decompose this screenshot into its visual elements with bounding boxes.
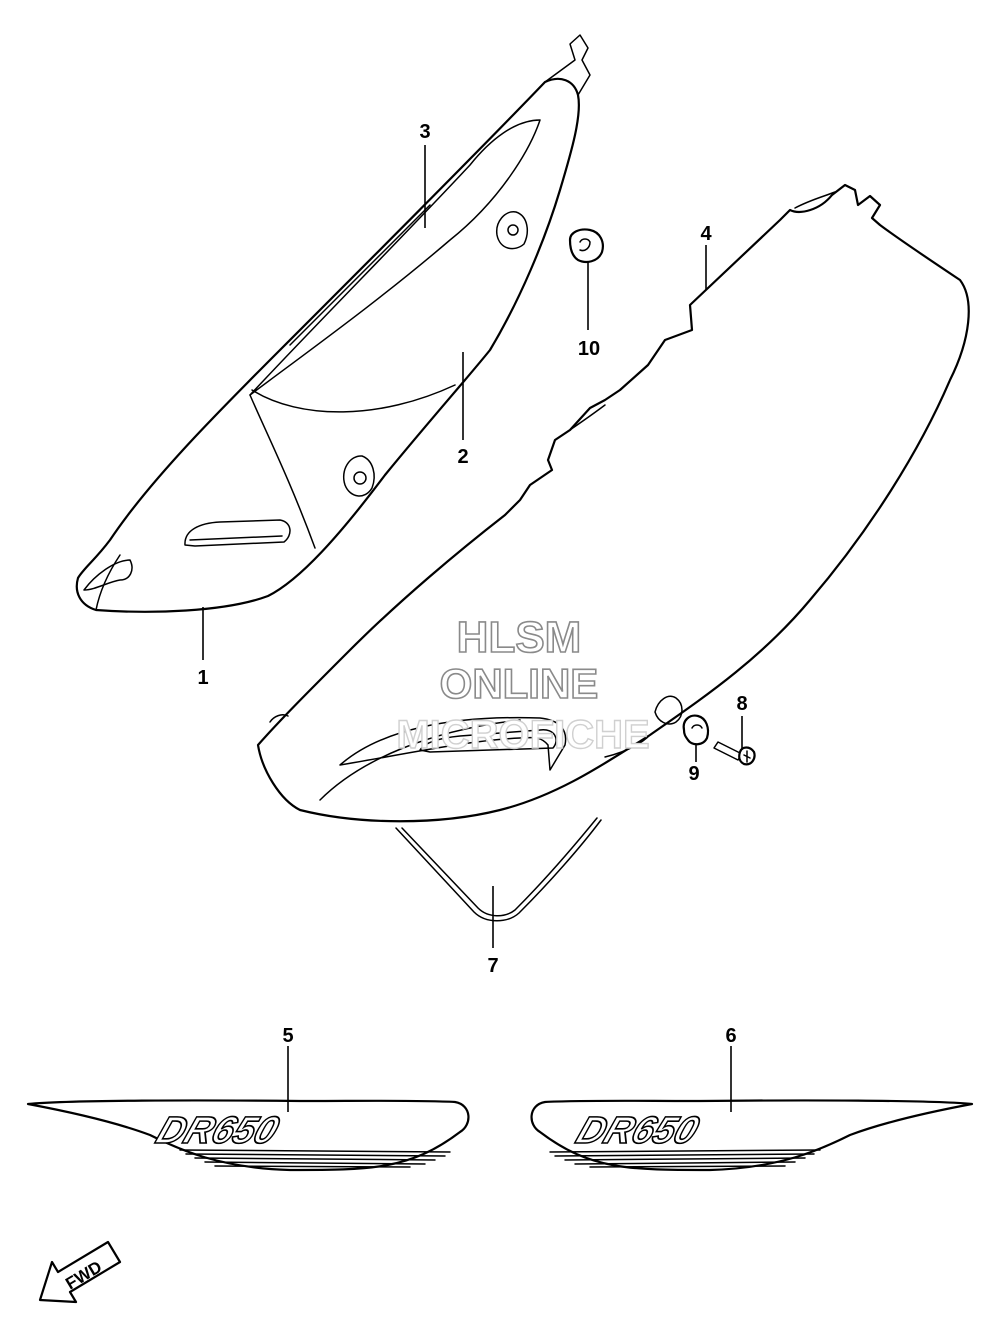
- trim-strip: [395, 817, 602, 922]
- leader-lines: [202, 145, 743, 1112]
- left-decal: DR650: [26, 1099, 470, 1172]
- grommet-10: [568, 228, 604, 263]
- callout-4: 4: [700, 223, 712, 245]
- grommet-9: [682, 714, 710, 746]
- watermark: HLSM ONLINE MICROFICHE: [396, 612, 651, 758]
- left-decal-logo: DR650: [151, 1109, 285, 1152]
- right-decal-logo: DR650: [571, 1109, 705, 1152]
- watermark-line3: MICROFICHE: [396, 713, 649, 757]
- callout-9: 9: [688, 763, 699, 785]
- watermark-line1: HLSM: [457, 613, 582, 662]
- right-decal: DR650: [530, 1099, 974, 1172]
- callout-6: 6: [725, 1025, 736, 1047]
- left-frame-cover: [75, 34, 591, 613]
- watermark-line2: ONLINE: [440, 660, 599, 707]
- callout-8: 8: [736, 693, 747, 715]
- callout-7: 7: [487, 955, 498, 977]
- callout-3: 3: [419, 121, 430, 143]
- fwd-arrow: FWD: [38, 1240, 122, 1304]
- right-frame-cover: [256, 183, 970, 823]
- callout-1: 1: [197, 667, 208, 689]
- callout-5: 5: [282, 1025, 293, 1047]
- screw-8: [713, 741, 756, 766]
- callout-2: 2: [457, 446, 468, 468]
- callout-10: 10: [578, 338, 600, 360]
- callout-numbers: 1 2 3 4 10 7 9 8 5 6: [197, 121, 747, 1047]
